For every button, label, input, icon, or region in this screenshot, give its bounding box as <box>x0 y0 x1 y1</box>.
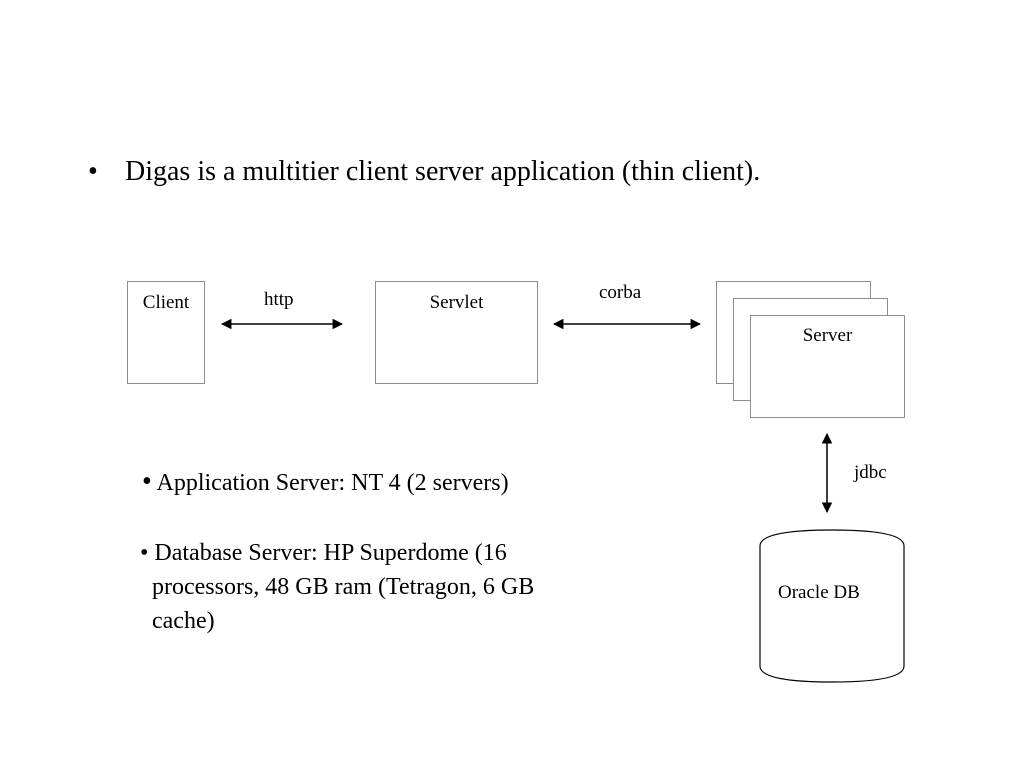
main-bullet: • Digas is a multitier client server appl… <box>88 152 760 192</box>
bullet-dot: • <box>88 156 98 187</box>
servlet-label: Servlet <box>429 292 484 313</box>
db-server-note: • Database Server: HP Superdome (16 proc… <box>140 536 534 638</box>
note-bullet: • <box>140 540 149 566</box>
client-label: Client <box>142 292 190 313</box>
db-server-line-1: • Database Server: HP Superdome (16 <box>140 536 534 570</box>
database-cylinder <box>759 529 905 683</box>
client-node: Client <box>127 281 205 384</box>
http-label: http <box>264 289 294 310</box>
note-bullet: • <box>142 466 152 497</box>
corba-label: corba <box>599 282 642 303</box>
jdbc-label: jdbc <box>854 462 887 483</box>
app-server-note: • Application Server: NT 4 (2 servers) <box>142 466 509 499</box>
main-bullet-text: Digas is a multitier client server appli… <box>125 156 761 187</box>
server-node-front: Server <box>750 315 905 418</box>
app-server-text: Application Server: NT 4 (2 servers) <box>156 470 509 496</box>
servlet-node: Servlet <box>375 281 538 384</box>
db-server-text-3: cache) <box>152 608 215 634</box>
db-server-text-2: processors, 48 GB ram (Tetragon, 6 GB <box>152 574 535 600</box>
database-label: Oracle DB <box>778 582 860 603</box>
db-server-text-1: Database Server: HP Superdome (16 <box>154 540 507 566</box>
server-label: Server <box>802 325 853 346</box>
